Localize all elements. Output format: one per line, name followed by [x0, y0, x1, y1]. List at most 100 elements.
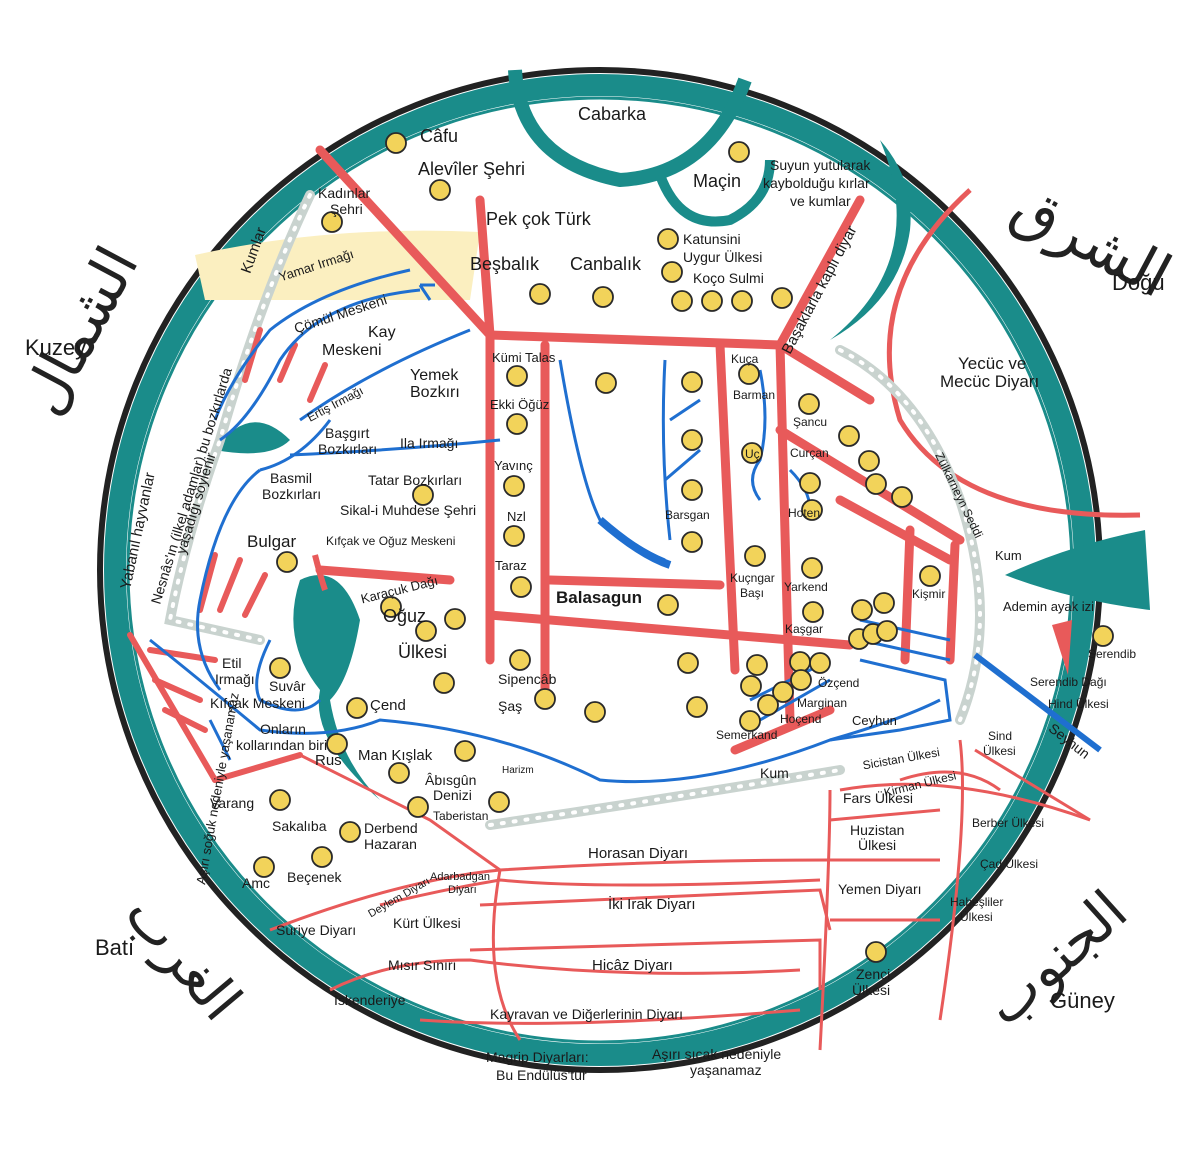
label-basgirt-1: Başgırt — [325, 425, 369, 441]
label-suvar: Suvâr — [269, 678, 306, 694]
rivers — [149, 268, 952, 784]
label-kum-south: Kum — [760, 765, 789, 781]
zulkarneyn-wall-dots — [838, 348, 982, 722]
city-marker — [919, 565, 941, 587]
label-hoten: Hoten — [788, 506, 820, 520]
south-wall — [485, 765, 845, 830]
city-marker — [510, 576, 532, 598]
city-marker — [772, 681, 794, 703]
label-sind-2: Ülkesi — [983, 744, 1016, 758]
label-zenci-2: Ülkesi — [852, 981, 890, 998]
label-huzistan-2: Ülkesi — [858, 836, 896, 853]
label-magrip-1: Magrip Diyarları: — [486, 1049, 589, 1065]
label-cafu: Câfu — [420, 126, 458, 146]
label-asiri-sicak-1: Aşırı sıcak nedeniyle — [652, 1046, 781, 1062]
city-marker — [584, 701, 606, 723]
label-hocend: Hoçend — [780, 712, 821, 726]
label-zenci-1: Zenci — [856, 966, 890, 982]
city-marker — [728, 141, 750, 163]
label-magrip-2: Bu Endülüs'tür — [496, 1067, 587, 1083]
label-basgirt-2: Bozkırları — [318, 441, 377, 457]
label-abisgun-1: Âbısgûn — [425, 772, 476, 788]
label-hicaz: Hicâz Diyarı — [592, 957, 673, 974]
city-marker — [891, 486, 913, 508]
southern-regions — [269, 739, 1091, 1051]
city-marker — [798, 393, 820, 415]
city-marker — [801, 499, 823, 521]
city-marker — [509, 649, 531, 671]
label-bulgar: Bulgar — [247, 532, 296, 551]
city-marker — [503, 525, 525, 547]
label-fars: Fars Ülkesi — [843, 789, 913, 806]
label-basmil-2: Bozkırları — [262, 486, 321, 502]
label-varang: Varang — [210, 795, 254, 811]
city-marker — [412, 484, 434, 506]
label-derbend-1: Derbend — [364, 820, 418, 836]
seyhun-river-line — [973, 652, 1102, 753]
label-becenek: Beçenek — [287, 869, 342, 885]
label-tatar: Tatar Bozkırları — [368, 472, 462, 488]
label-yecuc-1: Yecüc ve — [958, 354, 1026, 373]
label-sind-1: Sind — [988, 729, 1012, 743]
city-marker — [873, 592, 895, 614]
west-ridges — [127, 327, 328, 783]
label-habesliler-1: Habeşliler — [950, 895, 1003, 909]
label-serendib: Serendib — [1088, 647, 1136, 661]
city-marker — [686, 696, 708, 718]
abisgun-sea — [293, 575, 380, 800]
label-aleviler: Alevîler Şehri — [418, 159, 525, 179]
serendib-sea — [1005, 530, 1150, 610]
city-marker — [876, 620, 898, 642]
city-marker — [592, 286, 614, 308]
city-marker — [801, 557, 823, 579]
label-kifcak-oguz: Kıfçak ve Oğuz Meskeni — [326, 534, 455, 548]
label-yemen: Yemen Diyarı — [838, 881, 922, 897]
city-marker — [321, 211, 343, 233]
label-koco: Koço Sulmi — [693, 270, 764, 286]
label-suyun-1: Suyun yutularak — [770, 157, 871, 173]
label-barman: Barman — [733, 388, 775, 402]
city-marker — [380, 596, 402, 618]
label-oguz-1: Oğuz — [383, 606, 426, 626]
label-curcan: Curçan — [790, 446, 829, 460]
label-etil-2: Irmağı — [215, 671, 255, 687]
city-marker — [740, 675, 762, 697]
city-marker — [534, 688, 556, 710]
city-marker — [657, 228, 679, 250]
direction-north: Kuzey — [25, 335, 86, 360]
label-ademin: Ademin ayak izi — [1003, 599, 1094, 614]
roads — [315, 145, 965, 755]
label-adarbadgan-2: Diyarı — [448, 884, 477, 896]
city-marker — [809, 652, 831, 674]
label-suriye: Suriye Diyarı — [276, 922, 356, 938]
city-marker — [385, 132, 407, 154]
label-sancu: Şancu — [793, 415, 827, 429]
city-marker — [488, 791, 510, 813]
label-iki-irak: İki Irak Diyarı — [608, 895, 696, 913]
label-oguz-2: Ülkesi — [398, 642, 447, 662]
city-marker — [771, 287, 793, 309]
label-marginan: Marginan — [797, 696, 847, 710]
city-marker — [681, 531, 703, 553]
city-marker — [741, 442, 763, 464]
label-yecuc-2: Mecüc Diyarı — [940, 372, 1039, 391]
city-marker — [746, 654, 768, 676]
city-marker — [681, 371, 703, 393]
city-marker — [757, 694, 779, 716]
label-kay-1: Kay — [368, 324, 396, 341]
label-rus: Rus — [315, 752, 342, 769]
direction-west: Batı — [95, 935, 134, 960]
label-abisgun-2: Denizi — [433, 787, 472, 803]
label-amc: Amc — [242, 875, 270, 891]
city-marker — [503, 475, 525, 497]
city-marker — [865, 473, 887, 495]
city-marker — [506, 413, 528, 435]
city-marker — [701, 290, 723, 312]
label-kismir: Kişmir — [912, 587, 945, 601]
label-kurt: Kürt Ülkesi — [393, 914, 461, 931]
city-marker — [681, 429, 703, 451]
city-marker — [731, 290, 753, 312]
label-kucngar-1: Kuçngar — [730, 571, 775, 585]
label-kasgar: Kaşgar — [785, 622, 823, 636]
